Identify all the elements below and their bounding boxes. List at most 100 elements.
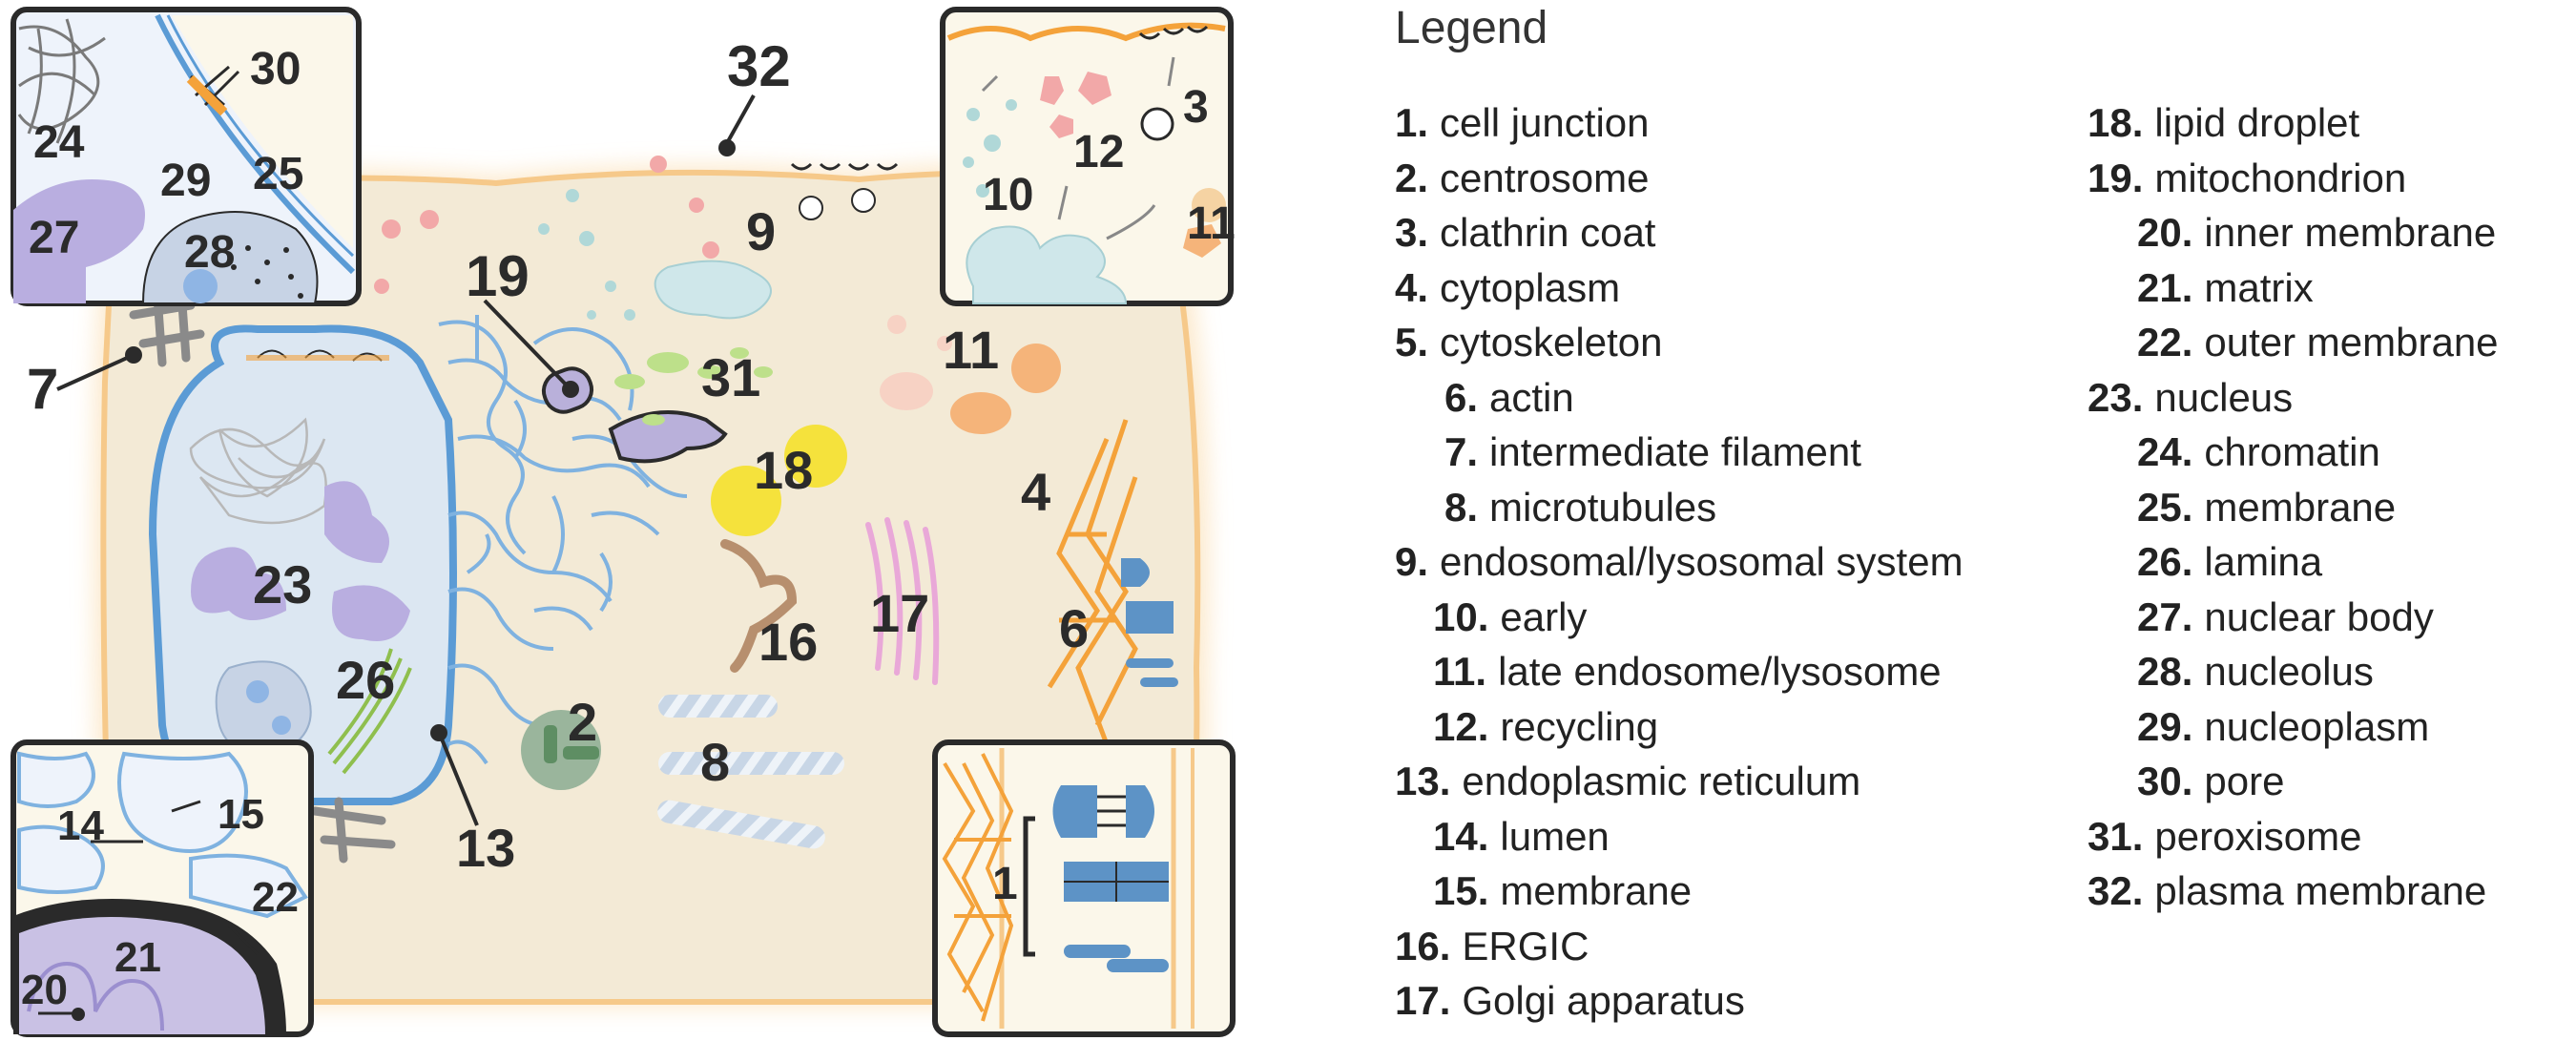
centrosome [521, 710, 601, 790]
legend-item-text: chromatin [2204, 429, 2380, 474]
legend-item: 5.cytoskeleton [1395, 315, 1963, 370]
legend-item-number: 3. [1395, 210, 1429, 255]
legend-item-number: 12. [1433, 703, 1489, 749]
legend-item-text: cytoplasm [1440, 264, 1621, 310]
legend-item-number: 15. [1433, 868, 1489, 913]
legend-item: 4.cytoplasm [1395, 260, 1963, 316]
legend-item-text: matrix [2204, 264, 2314, 310]
label-nucleoplasm: 29 [160, 156, 211, 206]
legend-item-number: 9. [1395, 539, 1429, 584]
peroxisome [614, 347, 773, 426]
legend-item-text: mitochondrion [2154, 155, 2407, 200]
legend-item-number: 32. [2088, 868, 2144, 913]
inset-er-mito-detail: 14 15 22 21 20 [10, 739, 314, 1037]
legend-item-number: 22. [2137, 320, 2193, 364]
legend-item-number: 8. [1444, 484, 1479, 530]
legend-item-text: cell junction [1440, 100, 1650, 145]
label-early: 10 [983, 170, 1033, 220]
legend-item: 25.membrane [2088, 480, 2499, 535]
label-lipid-droplet: 18 [754, 440, 813, 500]
label-er-membrane: 15 [218, 791, 264, 838]
legend-item-text: intermediate filament [1489, 429, 1861, 474]
legend-item-text: cytoskeleton [1440, 320, 1663, 364]
inset-endosomal-detail: 3 12 10 11 [940, 7, 1236, 306]
label-matrix: 21 [114, 934, 161, 981]
legend-item-number: 17. [1395, 978, 1451, 1023]
legend-item-number: 24. [2137, 429, 2193, 474]
legend-item-number: 2. [1395, 155, 1429, 200]
legend-title: Legend [1395, 3, 1548, 53]
legend-item-number: 10. [1433, 593, 1489, 639]
label-er: 13 [456, 818, 515, 878]
legend-item-number: 27. [2137, 593, 2193, 639]
chromatin [189, 417, 327, 525]
legend-item-number: 1. [1395, 100, 1429, 145]
legend-item: 31.peroxisome [2088, 809, 2499, 864]
legend-item-number: 28. [2137, 649, 2193, 694]
label-centrosome: 2 [568, 692, 597, 752]
label-endosomal-system: 9 [746, 201, 776, 261]
label-late-endosome-inset: 11 [1187, 198, 1236, 249]
label-recycling: 12 [1073, 127, 1124, 177]
legend-item: 1.cell junction [1395, 95, 1963, 151]
legend-item: 6.actin [1395, 370, 1963, 426]
legend-item-text: clathrin coat [1440, 210, 1656, 255]
legend-item: 24.chromatin [2088, 425, 2499, 480]
inset-nucleus-detail: 24 30 29 25 27 28 [10, 7, 362, 306]
legend-item-text: endosomal/lysosomal system [1440, 539, 1963, 584]
legend-item: 23.nucleus [2088, 370, 2499, 426]
legend-item-number: 21. [2137, 264, 2193, 310]
label-actin: 6 [1059, 598, 1089, 658]
legend-item-number: 18. [2088, 100, 2144, 145]
legend-item-text: centrosome [1440, 155, 1650, 200]
label-cytoplasm: 4 [1021, 462, 1050, 522]
legend-item: 3.clathrin coat [1395, 205, 1963, 260]
legend-item: 11.late endosome/lysosome [1395, 644, 1963, 699]
legend-item-number: 23. [2088, 374, 2144, 420]
legend-item-text: peroxisome [2154, 813, 2362, 859]
legend-item-text: membrane [2204, 484, 2397, 530]
legend-item-text: outer membrane [2204, 320, 2499, 364]
lipid-droplet [711, 425, 847, 536]
legend-item-text: lumen [1500, 813, 1610, 859]
legend-item-text: late endosome/lysosome [1498, 649, 1942, 694]
legend-item-number: 30. [2137, 759, 2193, 803]
legend-item-number: 11. [1433, 649, 1487, 694]
legend-item: 19.mitochondrion [2088, 151, 2499, 206]
legend-item-text: Golgi apparatus [1462, 978, 1745, 1023]
nucleus [148, 324, 457, 805]
label-lamina: 26 [336, 650, 395, 710]
legend-item: 21.matrix [2088, 260, 2499, 316]
label-nuclear-body: 27 [29, 213, 79, 263]
label-nucleus: 23 [253, 554, 312, 614]
legend-item-number: 14. [1433, 813, 1489, 859]
legend-item: 7.intermediate filament [1395, 425, 1963, 480]
legend-item-number: 26. [2137, 539, 2193, 584]
legend-item-text: inner membrane [2204, 210, 2497, 255]
legend-item: 29.nucleoplasm [2088, 699, 2499, 755]
endosomal-system [374, 156, 899, 321]
legend-item: 2.centrosome [1395, 151, 1963, 206]
legend-item: 17.Golgi apparatus [1395, 973, 1963, 1029]
endoplasmic-reticulum [438, 315, 688, 765]
legend-item: 14.lumen [1395, 809, 1963, 864]
legend-item-number: 6. [1444, 374, 1479, 420]
legend-item-text: early [1500, 593, 1588, 639]
late-endosome [880, 315, 1061, 434]
ergic [720, 539, 798, 673]
legend-item-text: nucleus [2154, 374, 2294, 420]
legend-item-text: nuclear body [2204, 593, 2434, 639]
legend-item: 18.lipid droplet [2088, 95, 2499, 151]
legend-item: 22.outer membrane [2088, 315, 2499, 370]
label-plasma-membrane: 32 [727, 34, 791, 98]
label-ergic: 16 [758, 612, 818, 672]
label-outer-membrane: 22 [252, 874, 299, 921]
legend-item-text: nucleolus [2204, 649, 2374, 694]
label-chromatin: 24 [33, 117, 85, 168]
lamina [327, 648, 412, 775]
actin [1047, 419, 1138, 745]
legend-item-text: pore [2204, 759, 2285, 803]
cell-diagram: 7 32 19 9 31 11 18 4 23 26 16 17 6 2 8 1… [10, 7, 1236, 1037]
label-pore: 30 [250, 44, 301, 94]
